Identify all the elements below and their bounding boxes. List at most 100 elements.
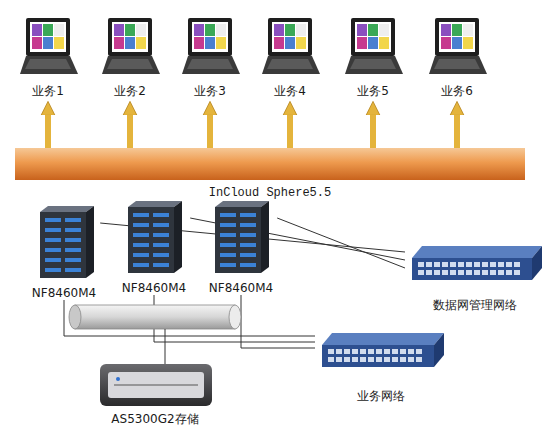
server-top: [40, 206, 94, 212]
laptop-node: 业务3: [178, 10, 242, 98]
laptop-keyboard: [434, 59, 480, 69]
drive-bay: [240, 243, 256, 247]
switch-port: [376, 357, 382, 362]
switch-port: [400, 357, 406, 362]
switch-port: [426, 270, 432, 275]
storage-wire: [165, 329, 166, 364]
switch-port: [368, 357, 374, 362]
drive-bay: [65, 258, 81, 262]
screen-block: [441, 37, 451, 49]
screen-block: [368, 24, 378, 36]
drive-bay: [133, 233, 149, 237]
server-node: NF8460M4: [118, 200, 190, 295]
switch-port: [408, 349, 414, 354]
drive-bay: [133, 223, 149, 227]
switch-port: [498, 270, 504, 275]
screen-block: [194, 37, 204, 49]
connector: [207, 114, 213, 148]
storage-light: [116, 377, 120, 381]
switch-port: [400, 349, 406, 354]
switch-port: [514, 262, 520, 267]
server-front: [215, 207, 261, 273]
switch-port: [344, 357, 350, 362]
screen-block: [357, 37, 367, 49]
storage-body: [100, 364, 212, 406]
node-label: 业务6: [441, 84, 473, 98]
laptop-keyboard: [267, 59, 313, 69]
laptop-node: 业务1: [16, 10, 80, 98]
screen-block: [136, 37, 146, 49]
drive-bay: [65, 248, 81, 252]
switch-port: [344, 349, 350, 354]
switch-port: [426, 262, 432, 267]
screen-block: [285, 37, 295, 49]
switch-port: [498, 262, 504, 267]
laptop-node: 业务5: [341, 10, 405, 98]
screen-block: [452, 24, 462, 36]
drive-bay: [240, 263, 256, 267]
screen-block: [205, 24, 215, 36]
node-label: 业务5: [357, 84, 389, 98]
switch-top: [412, 246, 542, 258]
drive-bay: [65, 238, 81, 242]
connector: [370, 114, 376, 148]
switch-port: [418, 262, 424, 267]
laptop-node: 业务6: [425, 10, 489, 98]
switch-port: [360, 349, 366, 354]
storage-pipe: [75, 305, 235, 329]
drive-bay: [45, 248, 61, 252]
screen-block: [216, 37, 226, 49]
switch-port: [466, 262, 472, 267]
connector: [241, 295, 315, 348]
switch-port: [490, 262, 496, 267]
server-icon: [215, 201, 269, 273]
storage-node: AS5300G2存储: [90, 352, 220, 426]
switch-port: [360, 357, 366, 362]
switch-port: [442, 262, 448, 267]
laptop-icon: [182, 18, 240, 74]
drive-bay: [153, 263, 169, 267]
screen-block: [296, 37, 306, 49]
screen-block: [125, 24, 135, 36]
laptop-lid: [188, 18, 232, 56]
switch-port: [450, 262, 456, 267]
laptop-node: 业务2: [98, 10, 162, 98]
switch-port: [458, 270, 464, 275]
laptop-base: [102, 56, 160, 74]
screen-block: [379, 24, 389, 36]
switch-port: [458, 262, 464, 267]
switch-port: [434, 270, 440, 275]
switch-side: [434, 333, 444, 367]
drive-bay: [133, 263, 149, 267]
laptop-icon: [262, 18, 320, 74]
node-label: 业务2: [114, 84, 146, 98]
screen-block: [463, 37, 473, 49]
drive-bay: [153, 253, 169, 257]
connector: [45, 114, 51, 148]
drive-bay: [45, 268, 61, 272]
screen-block: [32, 37, 42, 49]
laptop-lid: [351, 18, 395, 56]
switch-port: [408, 357, 414, 362]
switch-port: [490, 270, 496, 275]
laptop-base: [182, 56, 240, 74]
switch-top: [322, 333, 444, 345]
node-label: NF8460M4: [209, 281, 273, 295]
node-label: NF8460M4: [32, 286, 96, 300]
drive-bay: [153, 223, 169, 227]
drive-bay: [45, 238, 61, 242]
drive-bay: [65, 228, 81, 232]
screen-block: [205, 37, 215, 49]
connector: [127, 114, 133, 148]
switch-port: [482, 270, 488, 275]
storage-icon: [100, 364, 212, 406]
switch-port: [336, 349, 342, 354]
drive-bay: [153, 213, 169, 217]
laptop-lid: [268, 18, 312, 56]
switch-port: [482, 262, 488, 267]
switch-node: 数据网管理网络: [405, 238, 545, 312]
laptop-lid: [108, 18, 152, 56]
storage-slot: [114, 385, 198, 386]
laptop-icon: [102, 18, 160, 74]
